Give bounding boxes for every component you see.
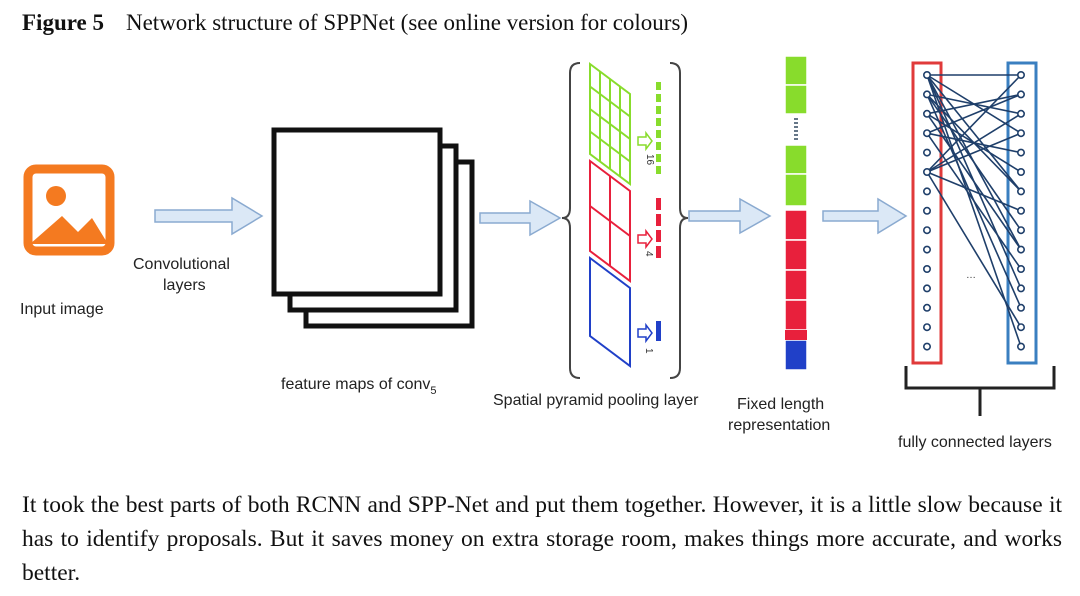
fc-neuron xyxy=(922,90,931,99)
fc-neuron xyxy=(922,148,931,157)
fc-bracket xyxy=(904,366,1056,390)
fc-neuron xyxy=(922,265,931,274)
fc-connection xyxy=(926,93,1022,134)
sppnet-diagram: Input image Convolutional layers feature… xyxy=(20,55,1056,451)
fc-neuron xyxy=(922,206,931,215)
arrow-fc xyxy=(822,197,908,235)
conv-label-line1: Convolutional xyxy=(133,256,230,273)
fc-neuron xyxy=(1016,129,1025,138)
fc-connection xyxy=(926,74,1022,192)
input-image-icon xyxy=(23,164,115,256)
fc-neuron xyxy=(1016,168,1025,177)
fixed-vector-gap-dots xyxy=(794,118,798,140)
fixed-vector-red-cap xyxy=(785,330,807,340)
spp-output-4 xyxy=(656,198,661,258)
fc-neuron xyxy=(1016,303,1025,312)
figure-title: Network structure of SPPNet (see online … xyxy=(125,10,689,35)
spp-right-brace xyxy=(669,62,689,379)
fc-right-neurons xyxy=(1016,70,1025,351)
fc-neuron xyxy=(1016,206,1025,215)
fc-neuron xyxy=(922,168,931,177)
fc-right-box xyxy=(1006,61,1038,365)
fc-neuron xyxy=(1016,109,1025,118)
fc-neuron xyxy=(1016,323,1025,332)
body-paragraph: It took the best parts of both RCNN and … xyxy=(22,492,1062,586)
spp-label: Spatial pyramid pooling layer xyxy=(493,392,699,409)
fc-label: fully connected layers xyxy=(898,434,1052,451)
fc-neuron xyxy=(922,245,931,254)
spp-bin-4-label: 4 xyxy=(643,251,654,257)
fc-neuron xyxy=(1016,265,1025,274)
fc-left-box xyxy=(911,61,943,365)
fc-neuron xyxy=(1016,226,1025,235)
fc-neuron xyxy=(922,323,931,332)
fc-neuron xyxy=(1016,90,1025,99)
fc-neuron xyxy=(922,342,931,351)
fixed-length-label-line2: representation xyxy=(728,417,830,434)
arrow-fixed xyxy=(688,197,772,235)
fc-neuron xyxy=(922,303,931,312)
fc-connection xyxy=(926,74,1022,250)
spp-grid-1 xyxy=(589,256,631,368)
spp-output-16 xyxy=(656,82,661,174)
spp-output-1 xyxy=(656,321,661,341)
fc-neuron xyxy=(1016,342,1025,351)
fc-neuron xyxy=(1016,70,1025,79)
spp-arrow-1-icon xyxy=(637,322,653,344)
spp-arrow-4-icon xyxy=(637,228,653,250)
spp-grid-16 xyxy=(589,62,631,186)
fc-left-neurons xyxy=(922,70,931,351)
fc-neuron xyxy=(922,70,931,79)
fc-neuron xyxy=(1016,284,1025,293)
fc-neuron xyxy=(922,109,931,118)
fc-neuron xyxy=(1016,148,1025,157)
arrow-spp xyxy=(479,199,562,237)
figure-label: Figure 5 xyxy=(22,10,104,35)
fc-neuron xyxy=(922,284,931,293)
fc-connection xyxy=(926,93,1022,192)
fixed-length-vector xyxy=(784,55,808,371)
spp-bin-1-label: 1 xyxy=(643,348,654,354)
figure-caption: Figure 5 Network structure of SPPNet (see… xyxy=(22,8,1062,38)
arrow-conv xyxy=(154,196,264,236)
spp-arrow-16-icon xyxy=(637,130,653,152)
fc-ellipsis: … xyxy=(966,270,976,281)
fc-connection xyxy=(926,171,1022,328)
spp-bin-16-label: 16 xyxy=(644,154,655,166)
fc-neuron xyxy=(922,226,931,235)
input-image-label: Input image xyxy=(20,301,104,318)
fc-neuron xyxy=(922,187,931,196)
fc-connection xyxy=(926,132,1022,173)
conv-label-line2: layers xyxy=(163,277,206,294)
fc-connection xyxy=(926,171,1022,212)
feature-maps-label: feature maps of conv5 xyxy=(281,376,437,397)
fc-neuron xyxy=(1016,245,1025,254)
spp-grid-4 xyxy=(589,159,631,283)
fc-neuron xyxy=(922,129,931,138)
fc-neuron xyxy=(1016,187,1025,196)
spp-left-brace xyxy=(561,62,581,379)
feature-maps-stack xyxy=(271,127,475,329)
fixed-length-label-line1: Fixed length xyxy=(737,396,824,413)
fc-connection xyxy=(926,74,1022,173)
fc-connection-lines xyxy=(926,74,1022,347)
